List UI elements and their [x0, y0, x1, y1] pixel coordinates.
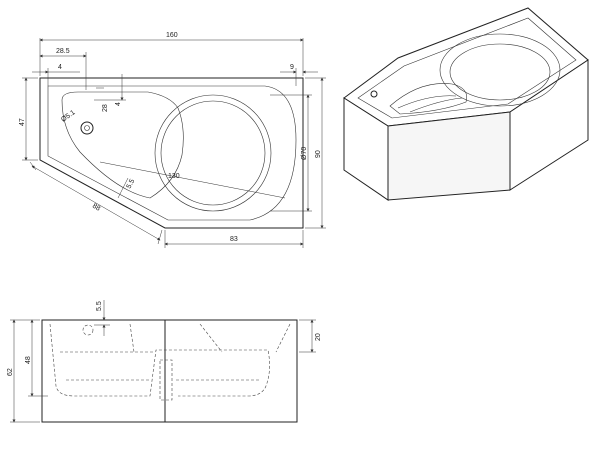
dim-overflow-gap: 5.5: [96, 301, 103, 311]
dim-body-length: 130: [168, 173, 180, 180]
dim-bowl-dia: Ø70: [301, 147, 308, 160]
tub-bowl-inner: [160, 100, 266, 206]
tub-outline-top: [39, 77, 304, 229]
overflow-icon: [82, 324, 94, 336]
tub-end-face: [509, 59, 589, 191]
dim-drain-offset: 28: [102, 104, 109, 112]
dim-diagonal: 88: [91, 203, 101, 213]
drain-3d-icon: [370, 90, 378, 98]
tub-outline-front: [41, 319, 298, 423]
dim-inner-height: 48: [25, 356, 32, 364]
drain-icon: [80, 121, 94, 135]
dim-rim-height: 20: [315, 333, 322, 341]
dim-inset-left: 4: [58, 64, 62, 71]
dim-inset-right: 9: [290, 64, 294, 71]
dim-height-right: 90: [315, 150, 322, 158]
tub-rim-top: [47, 85, 297, 221]
dim-bottom-width: 83: [230, 236, 238, 243]
isometric-view: [343, 7, 589, 201]
tub-bowl-outer: [154, 94, 272, 212]
tub-bowl-3d-inner: [449, 43, 551, 101]
dim-drain-gap: 4: [115, 102, 122, 106]
dim-total-height: 62: [7, 368, 14, 376]
tub-side-face: [387, 111, 511, 201]
dim-offset-left: 28.5: [56, 48, 70, 55]
tub-bowl-3d: [439, 33, 561, 107]
dim-width: 160: [166, 32, 178, 39]
tub-hidden-basin: [49, 323, 270, 397]
tub-basin-left: [61, 91, 184, 199]
dim-height-left: 47: [19, 118, 26, 126]
top-view: 130 160 28.5 4 9 47 28 4 Ø5.1 5.: [19, 32, 326, 248]
front-view: 62 48 5.5 20: [7, 300, 322, 423]
tub-rim-3d: [357, 17, 577, 119]
drain-center-icon: [84, 125, 90, 131]
